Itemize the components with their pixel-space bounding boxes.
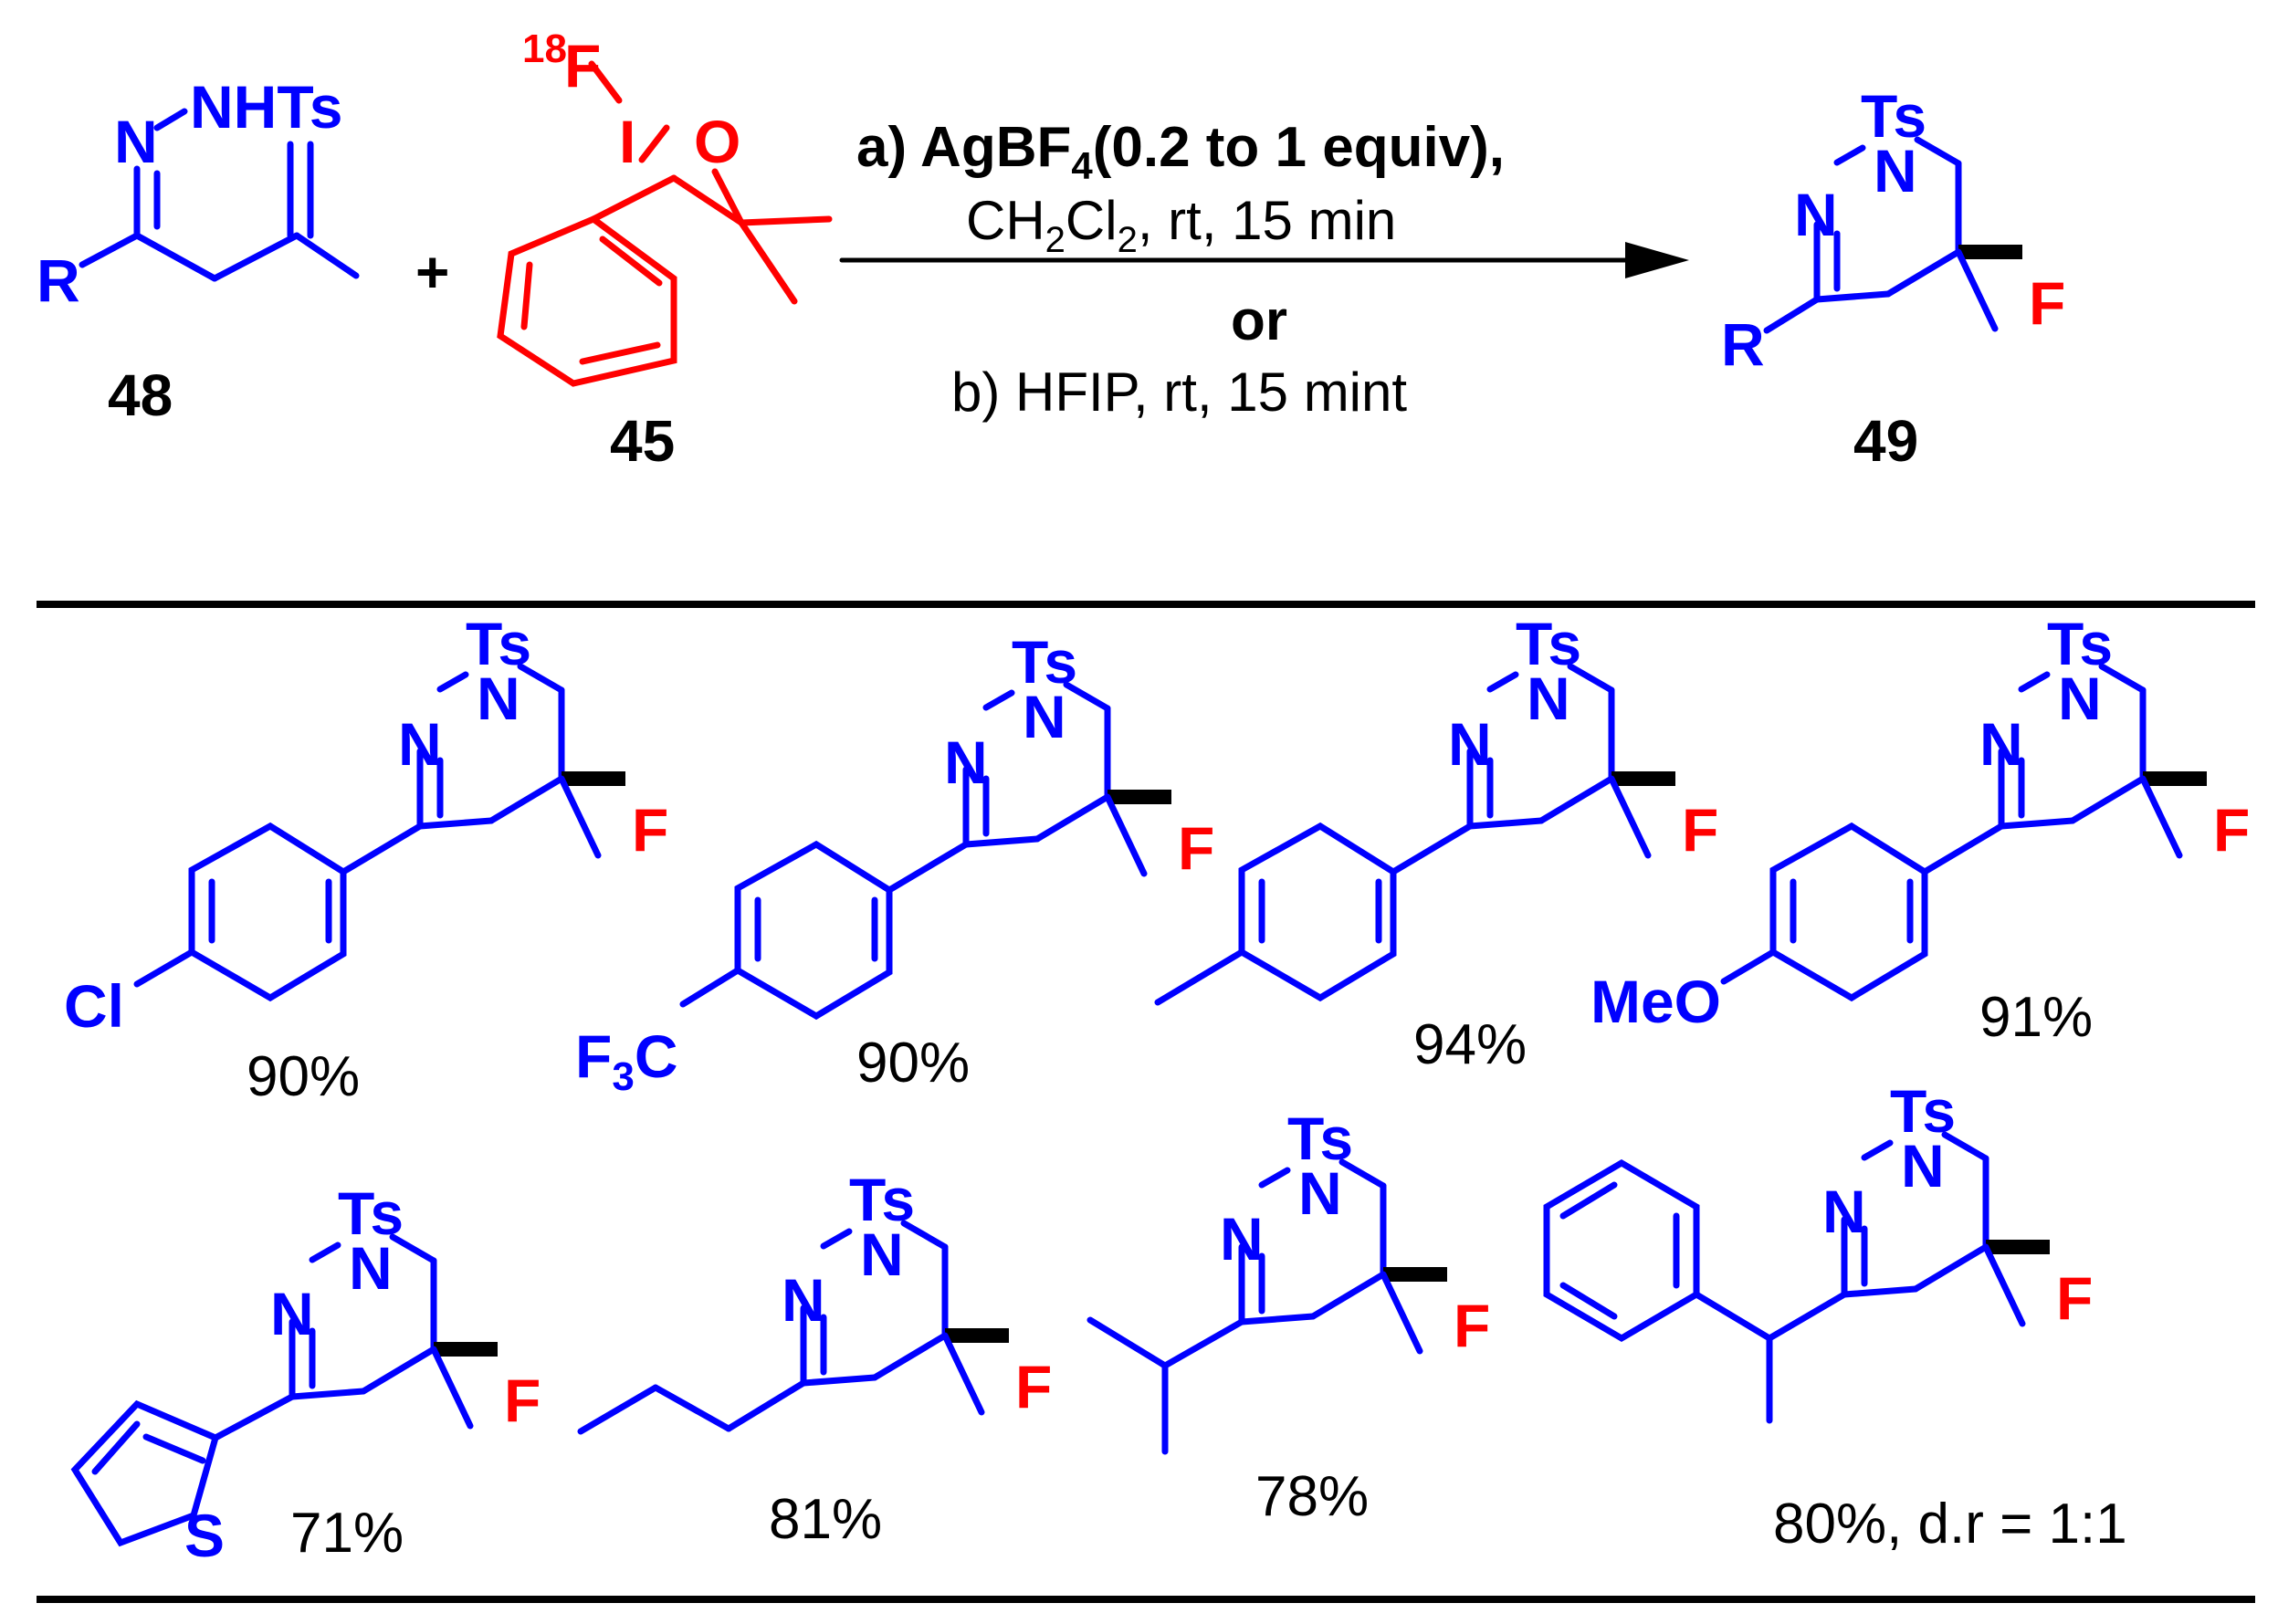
ex3-n1: N (1527, 665, 1570, 732)
example-5: S Ts N N F 71% (70, 1179, 541, 1569)
ex1-ts: Ts (466, 610, 531, 677)
reagent-o-label: O (694, 108, 740, 175)
example-8: Ts N N F 80%, d.r = 1:1 (1543, 1077, 2127, 1556)
substrate-number: 48 (108, 362, 173, 428)
reaction-arrow (839, 242, 1689, 278)
ex8-f: F (2056, 1264, 2093, 1332)
ex5-f: F (504, 1367, 541, 1434)
ex4-yield: 91% (1979, 986, 2093, 1049)
ex5-s-label: S (184, 1502, 225, 1569)
example-7: Ts N N F 78% (1087, 1105, 1490, 1528)
plus-sign: + (415, 239, 449, 305)
product-ts-label: Ts (1861, 82, 1926, 150)
product-49: Ts N N R F 49 (1721, 82, 2065, 474)
ex1-f: F (632, 796, 668, 864)
ex5-n1: N (349, 1234, 393, 1302)
substrate-48: R N NHTs 48 (37, 73, 360, 428)
substrate-n-label: N (114, 108, 158, 175)
example-2: F3C Ts N N F 90% (575, 628, 1214, 1099)
ex2-n1: N (1023, 683, 1066, 750)
ex4-n2: N (1979, 710, 2023, 778)
ex7-f: F (1454, 1292, 1490, 1359)
condition-a-line1: a) AgBF4(0.2 to 1 equiv), (856, 116, 1505, 187)
ex3-yield: 94% (1413, 1013, 1527, 1076)
ex2-ts: Ts (1012, 628, 1077, 696)
ex7-yield: 78% (1255, 1465, 1369, 1528)
ex6-ts: Ts (849, 1166, 915, 1233)
ex8-n2: N (1822, 1178, 1866, 1245)
condition-or: or (1231, 289, 1287, 352)
ex1-cl-label: Cl (64, 972, 124, 1040)
ex7-n1: N (1298, 1159, 1342, 1227)
ex7-n2: N (1220, 1205, 1264, 1273)
ex4-ts: Ts (2047, 610, 2113, 677)
substrate-nhts-label: NHTs (190, 73, 342, 141)
ex6-yield: 81% (769, 1488, 882, 1551)
ex8-n1: N (1901, 1132, 1945, 1200)
product-n2-label: N (1794, 181, 1838, 248)
ex2-yield: 90% (856, 1032, 970, 1095)
ex7-ts: Ts (1287, 1105, 1353, 1172)
ex1-yield: 90% (247, 1045, 360, 1108)
ex1-n1: N (477, 665, 520, 732)
ex4-f: F (2213, 796, 2250, 864)
ex5-yield: 71% (290, 1502, 404, 1565)
ex2-f: F (1178, 814, 1214, 882)
ex1-n2: N (398, 710, 442, 778)
ex3-n2: N (1448, 710, 1492, 778)
reagent-i-label: I (619, 108, 635, 175)
reagent-isotope-label: 18 (522, 26, 567, 71)
condition-a-line2: CH2Cl2, rt, 15 min (966, 190, 1396, 260)
ex5-ts: Ts (338, 1179, 404, 1247)
example-6: Ts N N F 81% (577, 1166, 1052, 1551)
reagent-f-label: F (564, 32, 601, 100)
product-f-label: F (2029, 269, 2065, 337)
ex8-ts: Ts (1890, 1077, 1956, 1145)
example-1: Cl Ts N N F 90% (64, 610, 668, 1108)
product-number: 49 (1853, 408, 1918, 474)
product-r-label: R (1721, 310, 1765, 378)
ex6-n1: N (860, 1221, 904, 1288)
ex3-ts: Ts (1516, 610, 1581, 677)
ex2-cf3-label: F3C (575, 1022, 677, 1099)
reagent-number: 45 (610, 408, 675, 474)
reagent-45: 18 F I O 45 (497, 26, 833, 474)
ex5-n2: N (270, 1280, 314, 1347)
substrate-r-label: R (37, 246, 80, 314)
product-n1-label: N (1874, 137, 1917, 204)
ex6-n2: N (782, 1266, 825, 1334)
ex8-yield: 80%, d.r = 1:1 (1773, 1493, 2127, 1556)
ex2-n2: N (944, 728, 988, 796)
example-3: Ts N N F 94% (1154, 610, 1718, 1076)
ex4-meo-label: MeO (1590, 968, 1721, 1035)
condition-b: b) HFIP, rt, 15 mint (951, 361, 1407, 423)
ex6-f: F (1015, 1353, 1052, 1420)
ex3-f: F (1682, 796, 1718, 864)
example-4: MeO Ts N N F 91% (1590, 610, 2250, 1049)
ex4-n1: N (2058, 665, 2102, 732)
